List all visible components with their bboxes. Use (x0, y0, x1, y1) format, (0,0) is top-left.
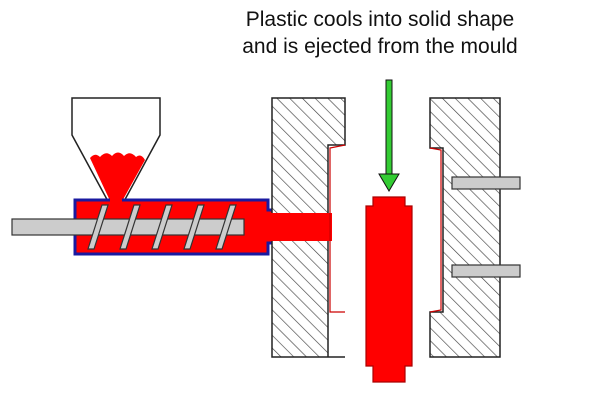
screw-flight (151, 204, 173, 250)
feed-throat (110, 196, 122, 204)
screw-flight (119, 204, 141, 250)
caption-line-1: Plastic cools into solid shape (245, 8, 515, 31)
screw-flights (87, 204, 237, 250)
caption-line-2: and is ejected from the mould (242, 35, 518, 58)
hopper-plastic-pellets (90, 152, 145, 205)
screw-flight (215, 204, 237, 250)
hopper (71, 97, 161, 206)
diagram-caption: Plastic cools into solid shape and is ej… (180, 6, 580, 60)
ejected-solid-part (365, 196, 413, 383)
screw-flight (87, 204, 109, 250)
ejector-pin-upper (451, 176, 521, 190)
down-arrow-icon (378, 79, 400, 192)
ejector-pin-lower (451, 264, 521, 278)
mould-cavity-left-edge (329, 144, 346, 313)
screw-flight (183, 204, 205, 250)
sprue-channel (270, 213, 332, 241)
mould-cavity-right-edge (429, 147, 442, 313)
